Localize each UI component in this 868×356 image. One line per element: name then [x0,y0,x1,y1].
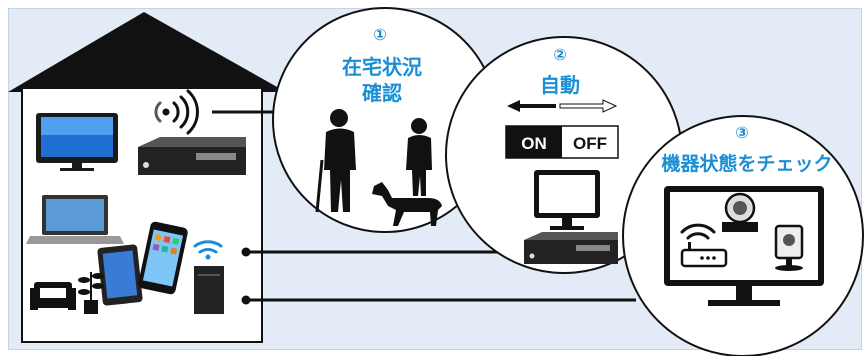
direction-arrow-icon [507,99,618,113]
plant-icon [78,272,104,314]
on-off-switch-icon [505,125,619,159]
set-top-box-icon [138,137,246,175]
monitor-icon [534,170,600,230]
tablet-icon [97,244,143,306]
step-1-title-line2: 確認 [362,81,402,105]
step-2-circle [445,36,683,274]
tv-icon [36,113,118,171]
camera-icon [722,192,758,232]
switch-on-segment [506,126,562,158]
step-3-title-line1: 機器状態をチェック [661,152,832,175]
step-1-number: ① [373,25,387,44]
smartphone-icon [138,221,188,295]
security-camera-icon [774,224,804,271]
connection-dot-2a [241,247,251,257]
sofa-icon [30,282,76,310]
switch-on-label: ON [521,134,547,153]
step-3-number: ③ [735,123,749,142]
wifi-icon [680,223,716,240]
wireless-signal-icon [154,89,199,135]
step-3-circle [622,115,864,356]
step-2-title-line1: 自動 [540,73,580,97]
step-1-title-line1: 在宅状況 [342,55,422,79]
house-roof [8,12,286,92]
people-dog-silhouette-icon [315,109,442,226]
connection-dot-3 [241,295,251,305]
router-icon [680,242,728,268]
switch-off-label: OFF [573,134,607,153]
router-icon [193,240,224,314]
monitor-devices-icon [664,186,824,306]
laptop-icon [26,195,124,244]
step-2-number: ② [553,45,567,64]
set-top-box-icon [524,232,618,264]
